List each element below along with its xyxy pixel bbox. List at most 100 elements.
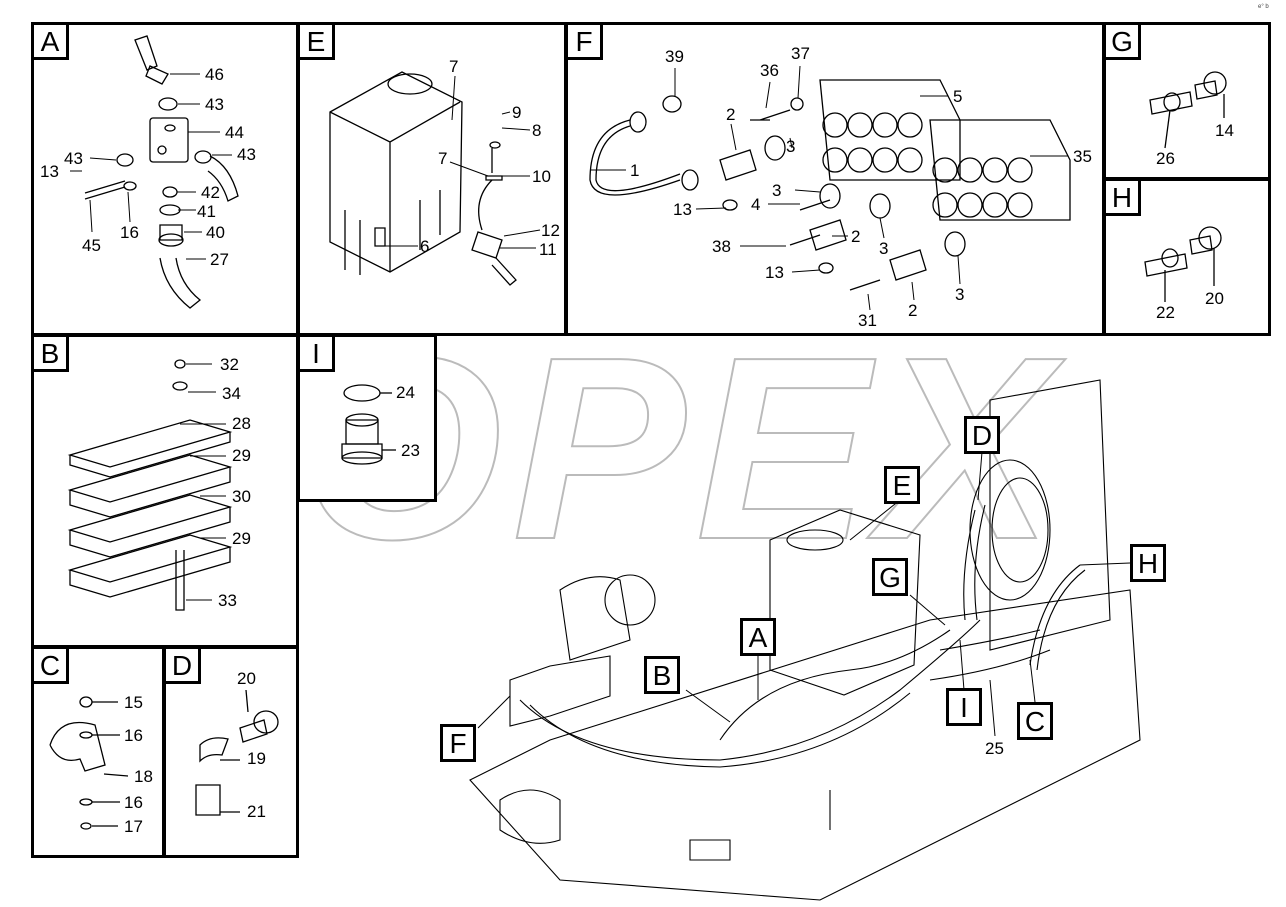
callout-f-4: 4 bbox=[751, 195, 761, 214]
callout-a-44: 44 bbox=[225, 123, 244, 142]
panel-f-letter: F bbox=[565, 22, 603, 60]
callout-f-1: 1 bbox=[630, 161, 640, 180]
callout-a-43b: 43 bbox=[64, 149, 83, 168]
callout-g-26: 26 bbox=[1156, 149, 1175, 168]
panel-g-art bbox=[1149, 71, 1227, 149]
callout-a-42: 42 bbox=[201, 183, 220, 202]
callout-main-25: 25 bbox=[985, 739, 1004, 758]
main-view-art bbox=[469, 379, 1141, 901]
callout-f-3: 3 bbox=[786, 137, 796, 156]
panel-d-letter: D bbox=[163, 646, 201, 684]
main-label-e: E bbox=[884, 466, 920, 504]
main-label-d: D bbox=[964, 416, 1000, 454]
callout-a-40: 40 bbox=[206, 223, 225, 242]
callout-f-3c: 3 bbox=[879, 239, 889, 258]
panel-c-letter: C bbox=[31, 646, 69, 684]
main-label-b: B bbox=[644, 656, 680, 694]
callout-d-21: 21 bbox=[247, 802, 266, 821]
callout-g-14: 14 bbox=[1215, 121, 1234, 140]
callout-a-16: 16 bbox=[120, 223, 139, 242]
callout-a-46: 46 bbox=[205, 65, 224, 84]
panel-d: D bbox=[163, 646, 299, 858]
callout-f-38: 38 bbox=[712, 237, 731, 256]
callout-i-23: 23 bbox=[401, 441, 420, 460]
callout-b-34: 34 bbox=[222, 384, 241, 403]
panel-c-art bbox=[49, 696, 129, 830]
callout-e-11: 11 bbox=[539, 240, 557, 259]
panel-b-leaders bbox=[180, 363, 226, 601]
panel-a-leaders bbox=[70, 73, 232, 260]
callout-c-18: 18 bbox=[134, 767, 153, 786]
corner-mark: e° b bbox=[1258, 4, 1269, 10]
panel-g-letter: G bbox=[1103, 22, 1141, 60]
panel-i: I bbox=[297, 334, 437, 502]
callout-f-2b: 2 bbox=[851, 227, 861, 246]
callout-f-35: 35 bbox=[1073, 147, 1092, 166]
panel-i-letter: I bbox=[297, 334, 335, 372]
callout-f-36: 36 bbox=[760, 61, 779, 80]
callout-a-13: 13 bbox=[40, 162, 59, 181]
callout-a-41: 41 bbox=[197, 202, 216, 221]
callout-h-20: 20 bbox=[1205, 289, 1224, 308]
main-label-c: C bbox=[1017, 702, 1053, 740]
callout-a-43: 43 bbox=[205, 95, 224, 114]
panel-f-leaders bbox=[590, 65, 1068, 311]
callout-f-3b: 3 bbox=[772, 181, 782, 200]
panel-a: A bbox=[31, 22, 299, 336]
panel-a-art bbox=[84, 35, 239, 309]
callout-e-8: 8 bbox=[532, 121, 542, 140]
panel-h: H bbox=[1103, 178, 1271, 336]
callout-f-37: 37 bbox=[791, 44, 810, 63]
panel-h-letter: H bbox=[1103, 178, 1141, 216]
callout-b-28: 28 bbox=[232, 414, 251, 433]
panel-d-art bbox=[195, 689, 279, 816]
panel-g: G bbox=[1103, 22, 1271, 180]
callout-d-19: 19 bbox=[247, 749, 266, 768]
callout-h-22: 22 bbox=[1156, 303, 1175, 322]
panel-i-art bbox=[341, 384, 396, 465]
callout-e-10: 10 bbox=[532, 167, 551, 186]
callout-f-39: 39 bbox=[665, 47, 684, 66]
callout-c-16: 16 bbox=[124, 726, 143, 745]
callout-f-13: 13 bbox=[673, 200, 692, 219]
callout-f-2: 2 bbox=[726, 105, 736, 124]
panel-b-letter: B bbox=[31, 334, 69, 372]
panel-f: F bbox=[565, 22, 1105, 336]
panel-e-art bbox=[329, 71, 517, 286]
callout-f-3d: 3 bbox=[955, 285, 965, 304]
callout-a-27: 27 bbox=[210, 250, 229, 269]
panel-f-art bbox=[589, 79, 1071, 291]
main-view-leaders bbox=[477, 451, 1131, 737]
callout-e-7: 7 bbox=[449, 57, 459, 76]
callout-c-17: 17 bbox=[124, 817, 143, 836]
callout-f-5: 5 bbox=[953, 87, 963, 106]
panel-e-letter: E bbox=[297, 22, 335, 60]
panel-b-art bbox=[67, 359, 233, 611]
callout-b-29: 29 bbox=[232, 446, 251, 465]
main-label-a: A bbox=[740, 618, 776, 656]
main-label-f: F bbox=[440, 724, 476, 762]
callout-e-7b: 7 bbox=[438, 149, 448, 168]
main-label-h: H bbox=[1130, 544, 1166, 582]
callout-f-2c: 2 bbox=[908, 301, 918, 320]
callout-d-20: 20 bbox=[237, 669, 256, 688]
callout-e-12: 12 bbox=[541, 221, 560, 240]
callout-a-45: 45 bbox=[82, 236, 101, 255]
callout-e-9: 9 bbox=[512, 103, 522, 122]
main-label-g: G bbox=[872, 558, 908, 596]
callout-b-32: 32 bbox=[220, 355, 239, 374]
panel-b: B bbox=[31, 334, 299, 648]
panel-e-leaders bbox=[384, 75, 541, 249]
panel-a-letter: A bbox=[31, 22, 69, 60]
main-label-i: I bbox=[946, 688, 982, 726]
callout-f-13b: 13 bbox=[765, 263, 784, 282]
panel-h-art bbox=[1144, 226, 1222, 302]
callout-i-24: 24 bbox=[396, 383, 415, 402]
callout-e-6: 6 bbox=[420, 237, 430, 256]
callout-f-31: 31 bbox=[858, 311, 877, 330]
callout-c-15: 15 bbox=[124, 693, 143, 712]
callout-b-33: 33 bbox=[218, 591, 237, 610]
callout-b-30: 30 bbox=[232, 487, 251, 506]
callout-c-16b: 16 bbox=[124, 793, 143, 812]
